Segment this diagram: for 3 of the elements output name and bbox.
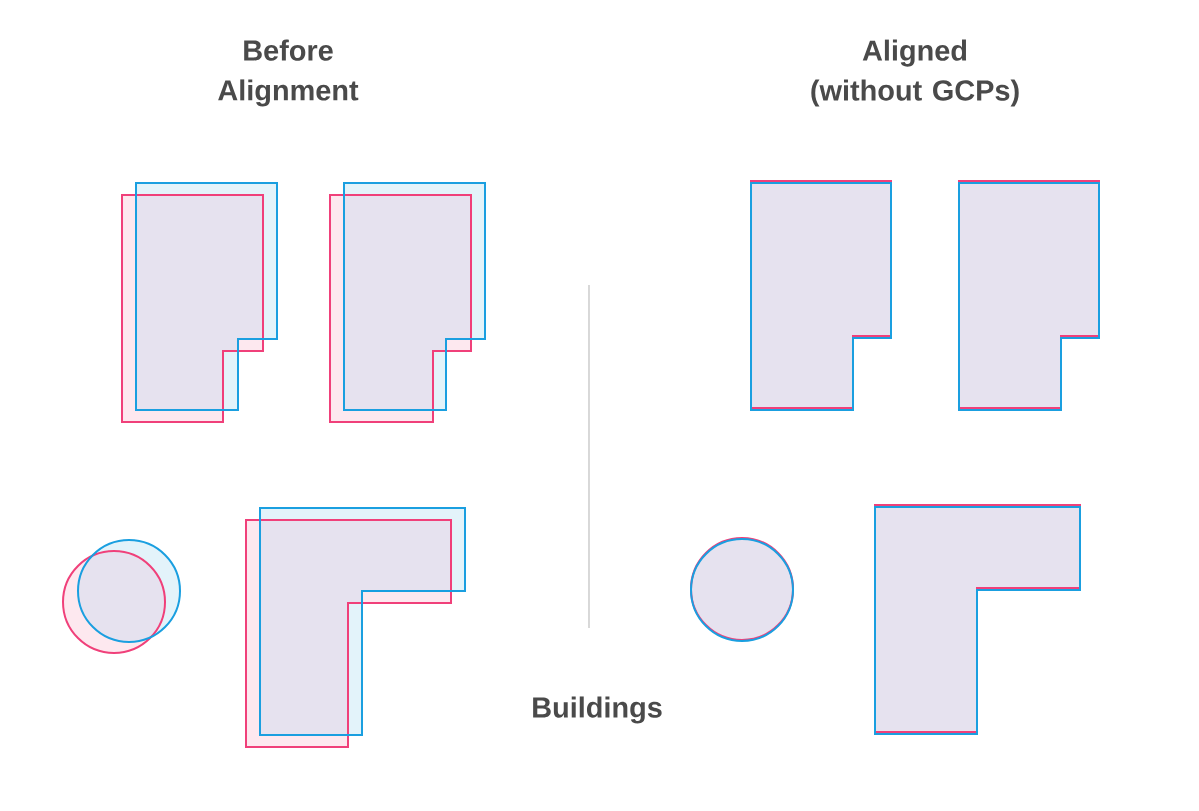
caption: Buildings [533,696,662,724]
heading: Before Alignment [218,39,359,107]
heading: Aligned (without GCPs) [811,39,1019,107]
